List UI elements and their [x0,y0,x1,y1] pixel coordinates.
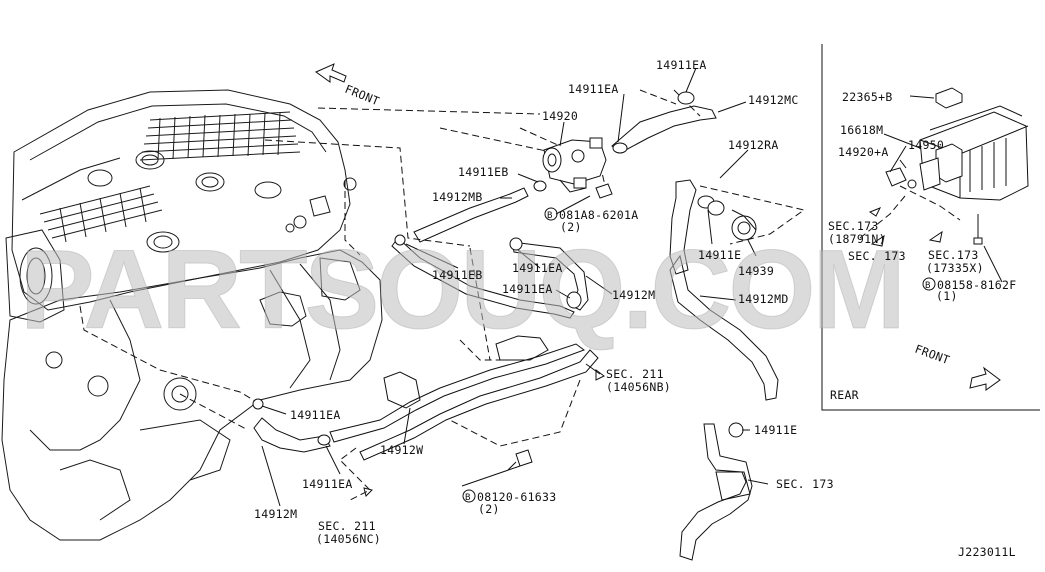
label-14912RA: 14912RA [728,138,779,152]
components [252,91,757,471]
svg-text:B: B [465,493,471,503]
rear-inset [821,44,1040,411]
label-14912M-low: 14912M [254,507,297,521]
valve-14920A [885,167,907,187]
label-sec211-a-ref: (14056NB) [606,380,671,394]
label-14920: 14920 [542,109,578,123]
label-sec173-18791-ref: (18791N) [828,232,886,246]
label-sec173-plain: SEC. 173 [848,249,906,263]
label-14939: 14939 [738,264,774,278]
rear-label: REAR [830,388,859,402]
label-14950: 14950 [908,138,944,152]
label-14912MB: 14912MB [432,190,483,204]
label-081A8-qty: (2) [560,220,582,234]
clamp-14911EA-3 [509,237,523,251]
leader-lines [261,67,769,507]
label-sec173-18791: SEC.173 [828,219,879,233]
label-sec173-17335: SEC.173 [928,248,979,262]
clamp-14911EB [533,180,547,192]
label-14920A: 14920+A [838,145,889,159]
front-label-top: FRONT [343,82,382,109]
label-14911E-mid: 14911E [698,248,741,262]
label-14912W: 14912W [380,443,423,457]
hoses [253,105,779,561]
label-14911E-low: 14911E [754,423,797,437]
clamp-14911EB-2 [394,234,406,246]
figure-id: J223011L [958,545,1016,559]
leader-dashes [79,89,961,501]
label-14911EB-2: 14911EB [432,268,483,282]
bolt-081A8 [595,183,613,199]
label-08120-qty: (2) [478,502,500,516]
label-08120-61633: 08120-61633 [477,490,556,504]
clamp-14911EA-6 [317,434,331,446]
label-14911EA-3: 14911EA [512,261,563,275]
bolt-08120 [515,449,533,467]
front-label-inset: FRONT [913,342,952,368]
label-14912M: 14912M [612,288,655,302]
front-arrow-top: FRONT [314,63,382,109]
label-081A8-6201A: 081A8-6201A [559,208,638,222]
label-14911EA-top: 14911EA [656,58,707,72]
bolt-symbol-1 [544,207,558,221]
valve-22365B [935,87,963,109]
label-14911EA-2: 14911EA [568,82,619,96]
label-14912MC: 14912MC [748,93,799,107]
label-14911EA-5: 14911EA [290,408,341,422]
label-16618M: 16618M [840,123,883,137]
bolt-symbol-2 [462,489,476,503]
label-14911EB: 14911EB [458,165,509,179]
clamp-14911EA-5 [252,398,264,410]
label-08158-8162F: 08158-8162F [937,278,1016,292]
label-22365B: 22365+B [842,90,893,104]
label-sec211-b: SEC. 211 [318,519,376,533]
label-sec173-low: SEC. 173 [776,477,834,491]
bolt-symbol-3 [922,277,936,291]
plenum-grid [39,111,301,243]
engine-illustration [1,89,383,541]
label-sec211-a: SEC. 211 [606,367,664,381]
svg-text:B: B [547,211,553,221]
watermark: PARTSOUQ.COM [20,227,903,352]
clamp-14911EA-2 [612,142,628,154]
sensor-14939 [697,195,757,241]
clamp-14911EA-4 [566,291,582,309]
label-14912MD: 14912MD [738,292,789,306]
label-sec211-b-ref: (14056NC) [316,532,381,546]
clamp-14911E-low [728,422,744,438]
label-14911EA-6: 14911EA [302,477,353,491]
clamp-14911EA-top [677,91,695,105]
label-sec173-17335-ref: (17335X) [926,261,984,275]
label-14911EA-4: 14911EA [502,282,553,296]
label-08158-qty: (1) [936,289,958,303]
valve-14920 [542,137,607,193]
svg-text:B: B [925,281,931,291]
